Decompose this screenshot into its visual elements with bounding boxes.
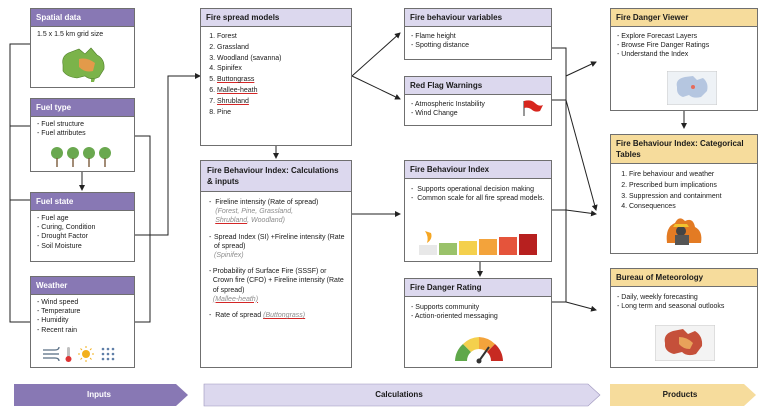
- fire-danger-viewer-title: Fire Danger Viewer: [611, 9, 757, 27]
- fbi-calculations-box: Fire Behaviour Index: Calculations & inp…: [200, 160, 352, 368]
- spread-model-item: Mallee-heath: [217, 86, 345, 95]
- inputs-label: Inputs: [87, 390, 111, 399]
- red-flag-warnings-title: Red Flag Warnings: [405, 77, 551, 95]
- phase-arrows: [14, 383, 756, 407]
- red-flag-warnings-box: Red Flag Warnings - Atmospheric Instabil…: [404, 76, 552, 126]
- thermometer-icon: [65, 347, 72, 362]
- fbi-calculations-title: Fire Behaviour Index: Calculations & inp…: [201, 161, 351, 192]
- red-flag-item: - Wind Change: [411, 110, 458, 118]
- bureau-of-meteorology-title: Bureau of Meteorology: [611, 269, 757, 287]
- spread-model-item: Pine: [217, 108, 345, 117]
- viewer-screenshot-icon: [667, 71, 717, 105]
- spatial-data-text: 1.5 x 1.5 km grid size: [37, 31, 104, 38]
- fuel-state-item: - Curing, Condition: [37, 224, 96, 232]
- products-label: Products: [662, 390, 698, 399]
- viewer-item: - Explore Forecast Layers: [617, 33, 698, 40]
- fire-danger-rating-box: Fire Danger Rating - Supports community …: [404, 278, 552, 368]
- table-item: Consequences: [629, 202, 751, 211]
- fuel-state-item: - Soil Moisture: [37, 242, 82, 250]
- table-item: Suppression and containment: [629, 192, 751, 201]
- fire-spread-models-title: Fire spread models: [201, 9, 351, 27]
- fbi-item: - Common scale for all fire spread model…: [411, 195, 545, 203]
- red-flag-item: - Atmospheric Instability: [411, 101, 485, 108]
- spatial-data-title: Spatial data: [31, 9, 134, 27]
- variable-item: - Spotting distance: [411, 42, 469, 50]
- fuel-state-item: - Fuel age: [37, 215, 69, 222]
- spread-model-item: Forest: [217, 32, 345, 41]
- weather-item: - Recent rain: [37, 326, 78, 334]
- fire-behaviour-index-box: Fire Behaviour Index - Supports operatio…: [404, 160, 552, 262]
- bom-item: - Long term and seasonal outlooks: [617, 303, 725, 311]
- fire-spread-models-box: Fire spread models Forest Grassland Wood…: [200, 8, 352, 146]
- weather-item: - Temperature: [37, 308, 81, 316]
- fbi-categorical-tables-box: Fire Behaviour Index: Categorical Tables…: [610, 134, 758, 254]
- fbi-scale-graphic: [419, 231, 537, 255]
- variable-item: - Flame height: [411, 33, 456, 40]
- fuel-state-box: Fuel state - Fuel age - Curing, Conditio…: [30, 192, 135, 262]
- viewer-item: - Understand the Index: [617, 51, 689, 59]
- calc-item-fireline: - Fireline intensity (Rate of spread) (F…: [209, 199, 319, 225]
- calculations-arrow: [203, 383, 601, 407]
- spread-model-item: Grassland: [217, 43, 345, 52]
- fbi-categorical-tables-title: Fire Behaviour Index: Categorical Tables: [611, 135, 757, 164]
- fbi-item: - Supports operational decision making: [411, 186, 534, 193]
- fuel-state-title: Fuel state: [31, 193, 134, 211]
- fdr-item: - Supports community: [411, 304, 480, 311]
- fire-behaviour-variables-box: Fire behaviour variables - Flame height …: [404, 8, 552, 60]
- calc-item-rate-of-spread: - Rate of spread (Buttongrass): [209, 312, 306, 320]
- weather-title: Weather: [31, 277, 134, 295]
- wind-icon: [43, 346, 60, 362]
- fuel-type-title: Fuel type: [31, 99, 134, 117]
- fire-danger-viewer-box: Fire Danger Viewer - Explore Forecast La…: [610, 8, 758, 111]
- fuel-state-item: - Drought Factor: [37, 233, 88, 241]
- weather-item: - Humidity: [37, 317, 69, 325]
- fire-behaviour-index-title: Fire Behaviour Index: [405, 161, 551, 179]
- calculations-label: Calculations: [375, 390, 423, 399]
- weather-item: - Wind speed: [37, 299, 79, 306]
- fire-danger-gauge-icon: [455, 337, 503, 364]
- spread-model-item: Woodland (savanna): [217, 54, 345, 63]
- inputs-arrow: [14, 384, 188, 406]
- australia-map-icon: [62, 47, 105, 82]
- calc-item-probability: - Probability of Surface Fire (SSSF) or …: [209, 268, 344, 303]
- spread-model-item: Spinifex: [217, 64, 345, 73]
- firefighter-icon: [666, 218, 702, 245]
- table-item: Fire behaviour and weather: [629, 170, 751, 179]
- products-arrow: [610, 384, 756, 406]
- calc-item-spread-index: - Spread Index (SI) +Fireline intensity …: [209, 233, 345, 260]
- weather-box: Weather - Wind speed - Temperature - Hum…: [30, 276, 135, 368]
- fire-danger-rating-title: Fire Danger Rating: [405, 279, 551, 297]
- viewer-item: - Browse Fire Danger Ratings: [617, 42, 710, 50]
- bureau-of-meteorology-box: Bureau of Meteorology - Daily, weekly fo…: [610, 268, 758, 368]
- table-item: Prescribed burn implications: [629, 181, 751, 190]
- bom-map-icon: [655, 325, 715, 361]
- trees-icon: [51, 147, 111, 167]
- fuel-type-item: - Fuel attributes: [37, 130, 86, 138]
- spatial-data-box: Spatial data 1.5 x 1.5 km grid size: [30, 8, 135, 88]
- sun-icon: [78, 346, 94, 362]
- spread-model-item: Shrubland: [217, 97, 345, 106]
- bom-item: - Daily, weekly forecasting: [617, 294, 698, 301]
- fire-behaviour-variables-title: Fire behaviour variables: [405, 9, 551, 27]
- red-flag-icon: [523, 100, 543, 116]
- fuel-type-item: - Fuel structure: [37, 121, 85, 128]
- weather-icons: [43, 346, 115, 362]
- spread-model-item: Buttongrass: [217, 75, 345, 84]
- rain-icon: [101, 347, 115, 361]
- fuel-type-box: Fuel type - Fuel structure - Fuel attrib…: [30, 98, 135, 172]
- fdr-item: - Action-oriented messaging: [411, 313, 498, 321]
